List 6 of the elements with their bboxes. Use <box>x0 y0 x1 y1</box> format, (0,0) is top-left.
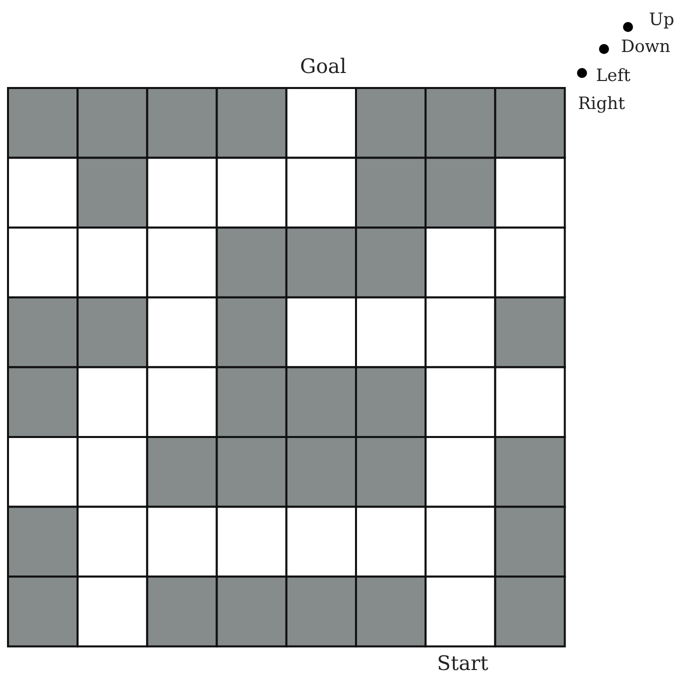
legend-text: Left <box>596 68 630 85</box>
legend-text: Down <box>621 39 670 56</box>
legend-text: Up <box>649 12 674 29</box>
grid-label: Goal <box>300 56 346 76</box>
grid-label: Start <box>437 653 488 673</box>
legend-text: Right <box>578 96 625 113</box>
